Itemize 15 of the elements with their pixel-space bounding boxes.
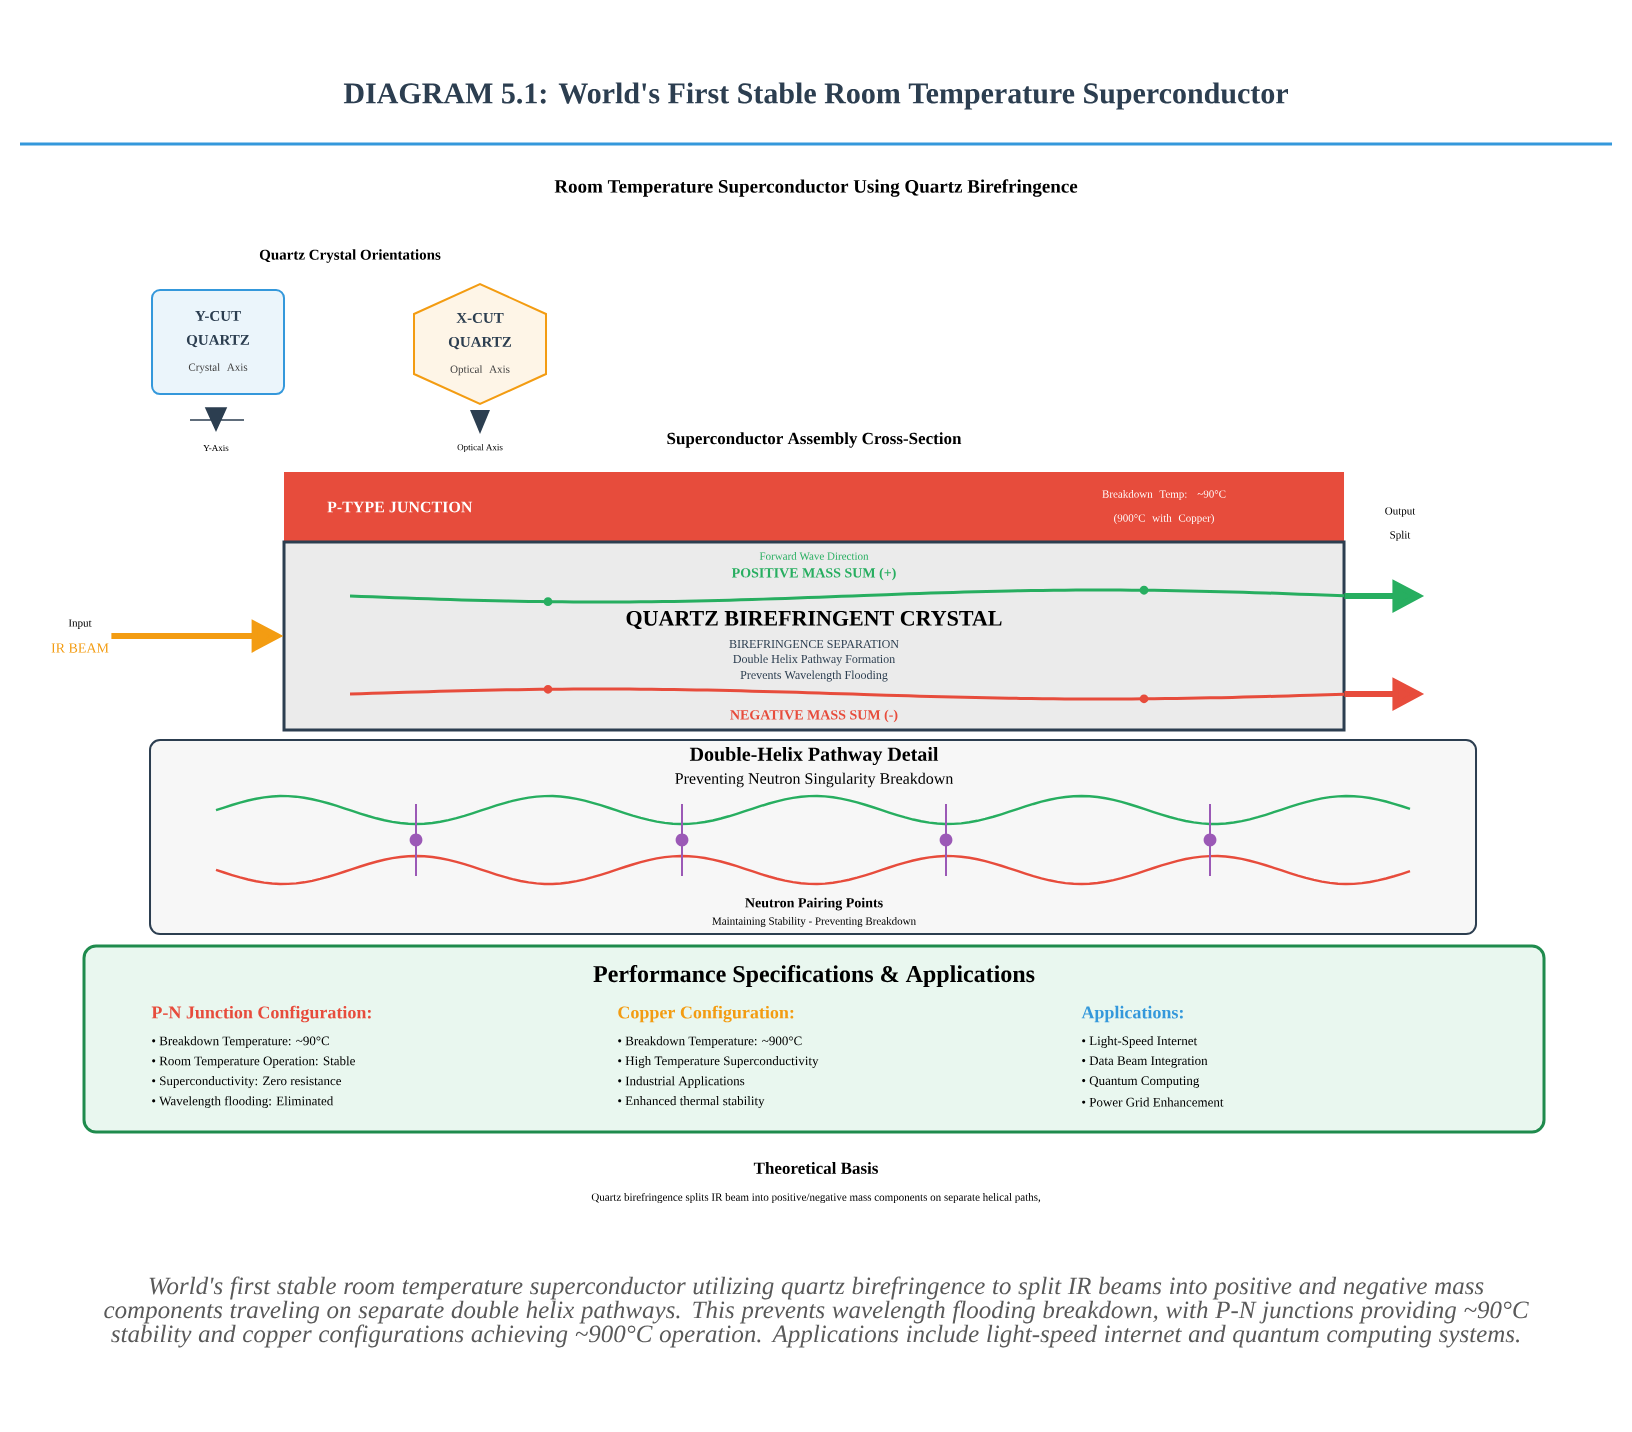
column-heading: Copper Configuration: [618,1005,794,1023]
helix-heading: Double-Helix Pathway Detail [689,746,939,766]
specs-panel [82,944,1546,1134]
crystal-box [282,540,1346,732]
section-heading: Theoretical Basis [753,1162,878,1174]
helix-panel [149,739,1477,935]
column-heading: P-N Junction Configuration: [151,1005,371,1023]
section-heading: Superconductor Assembly Cross-Section [667,432,962,448]
caption: World's first stable room temperature superconductor utilizing quartz birefringence to split IR beams into positive and negative mass components traveling on separate double helix pathways. This prevents wavelength flooding breakdown, with P-N junctions providing ~90°C stability and copper configurations achieving ~900°C operation. Applications include light-speed internet and quantum computing systems. [104,1276,1529,1348]
subtitle: Room Temperature Superconductor Using Quartz Birefringence [554,179,1078,197]
helix-subheading: Preventing Neutron Singularity Breakdown [675,772,954,788]
panel-heading: Performance Specifications & Applications [593,965,1035,987]
diagram-title: DIAGRAM 5.1: World's First Stable Room Temperature Superconductor [343,82,1288,110]
column-heading: Applications: [1081,1005,1183,1023]
crystal-title: QUARTZ BIREFRINGENT CRYSTAL [626,610,1002,630]
